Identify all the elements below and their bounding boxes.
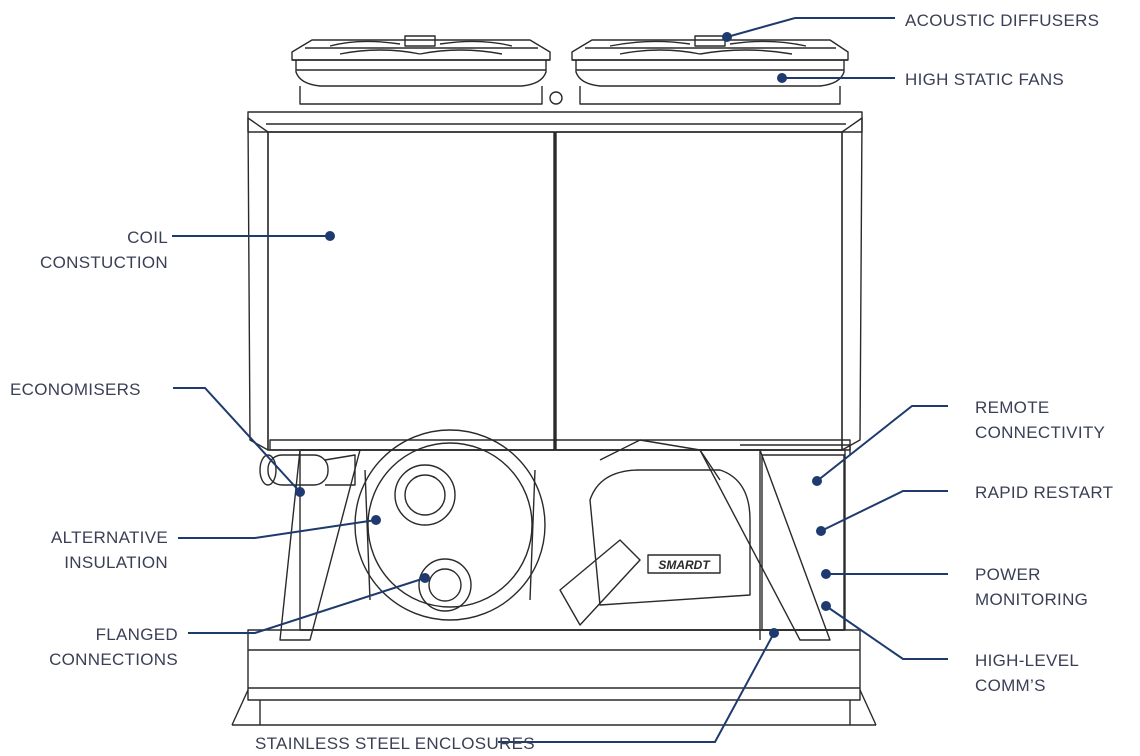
electrical-panel (740, 444, 851, 631)
label-stainless-steel-enclosures: STAINLESS STEEL ENCLOSURES (255, 734, 535, 753)
leader-high-level-comms (825, 605, 948, 660)
chiller-line-art: SMARDT (231, 35, 877, 726)
economiser (259, 454, 356, 486)
fan-left (291, 35, 551, 105)
base-frame (231, 439, 877, 726)
fan-right (571, 35, 849, 105)
leader-alternative-insulation (178, 519, 377, 539)
label-high-static-fans: HIGH STATIC FANS (905, 70, 1065, 89)
label-acoustic-diffusers: ACOUSTIC DIFFUSERS (905, 11, 1100, 30)
leader-dots (295, 32, 831, 638)
lifting-eye (549, 91, 563, 105)
leader-economisers (173, 387, 301, 493)
leader-lines (172, 17, 948, 743)
leader-remote-connectivity (816, 405, 948, 482)
brand-plate-text: SMARDT (658, 558, 711, 572)
coil-panels (247, 117, 863, 451)
label-rapid-restart: RAPID RESTART (975, 483, 1114, 502)
compressor: SMARDT (559, 439, 751, 626)
heat-exchanger-head (354, 429, 546, 621)
label-economisers: ECONOMISERS (10, 380, 141, 399)
leader-rapid-restart (820, 490, 948, 532)
leader-stainless-steel (498, 632, 775, 743)
leader-flanged-connections (188, 577, 426, 634)
leader-acoustic-diffusers (726, 17, 895, 38)
